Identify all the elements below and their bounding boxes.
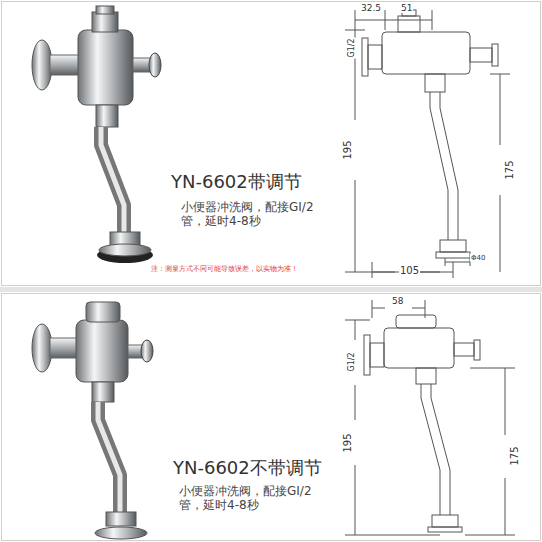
- thread-size: G1/2: [347, 37, 356, 58]
- dimension: 58: [391, 296, 404, 306]
- dimension: 51: [400, 3, 413, 13]
- valve-drawing: [345, 10, 510, 278]
- description: 小便器冲洗阀，配接GI/2管，延时4-8秒: [178, 485, 318, 513]
- dimension: 175: [509, 445, 521, 466]
- valve-photo: [32, 6, 161, 263]
- panel-frame: [2, 2, 541, 286]
- dimension: 175: [504, 159, 516, 180]
- model-title: YN-6602带调节: [170, 172, 303, 193]
- dimension: 32.5: [360, 3, 382, 13]
- panel-frame: [2, 294, 541, 541]
- thread-size: G1/2: [347, 351, 356, 372]
- model-title: YN-6602不带调节: [172, 458, 323, 479]
- dimension: 195: [342, 139, 354, 160]
- dimension: 195: [342, 432, 354, 453]
- note: 注：测量方式不同可能导致误差，以实物为准！: [150, 265, 299, 273]
- description: 小便器冲洗阀，配接GI/2管，延时4-8秒: [180, 201, 320, 229]
- dimension: 105: [399, 265, 420, 277]
- valve-drawing: [345, 300, 515, 535]
- valve-photo: [32, 302, 153, 539]
- dimension: Φ40: [470, 254, 486, 262]
- divider: [0, 287, 542, 292]
